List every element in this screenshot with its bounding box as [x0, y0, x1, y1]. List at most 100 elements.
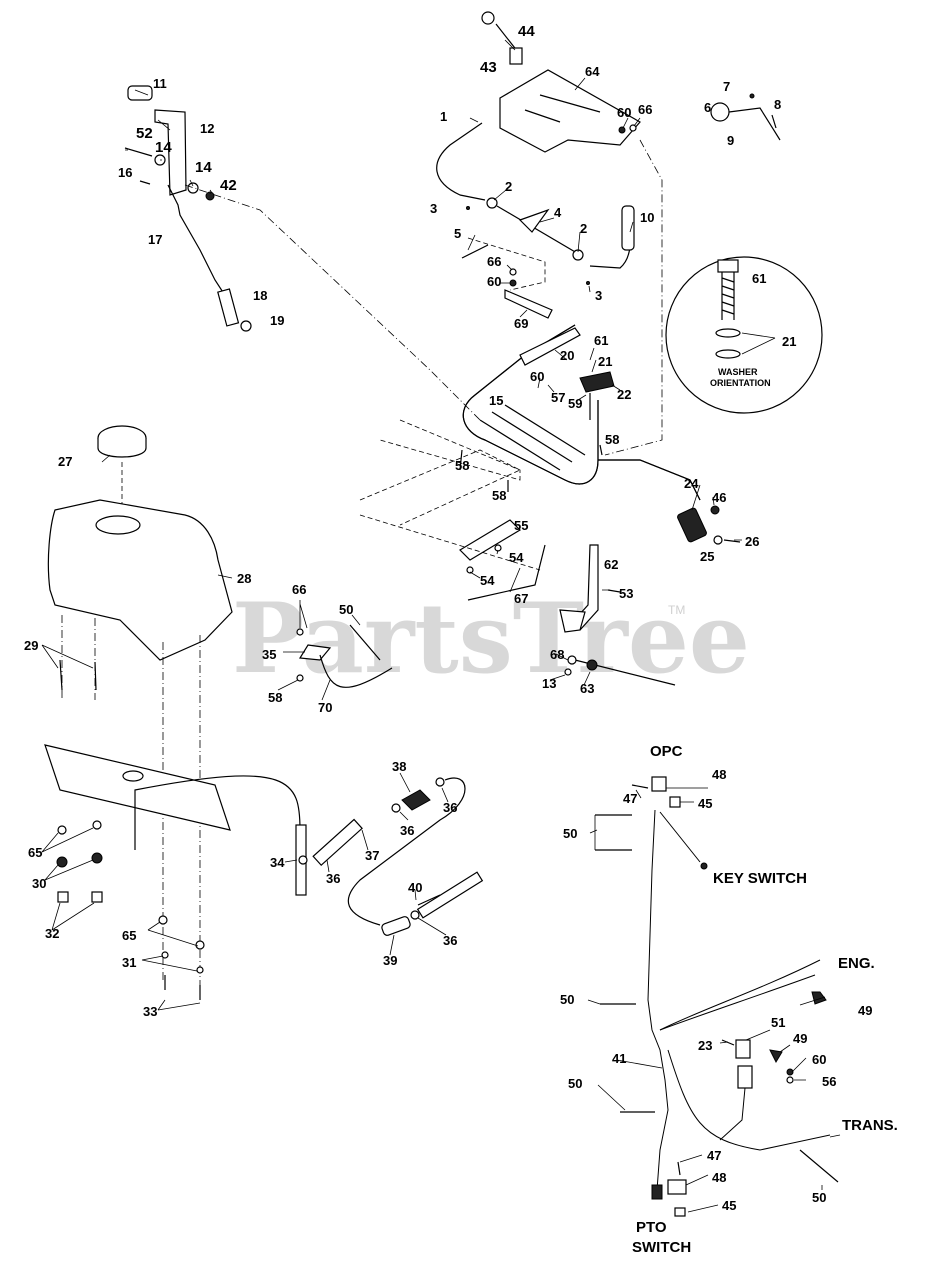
- pedal-assembly: [124, 85, 252, 332]
- washer-part-31: [161, 951, 169, 959]
- cable-part-70: [319, 654, 393, 688]
- pin-part-3a: [466, 206, 470, 210]
- callout-6: 6: [704, 100, 711, 115]
- callout-44: 44: [518, 23, 535, 40]
- callout-37: 37: [365, 848, 379, 863]
- callout-36c: 36: [326, 871, 340, 886]
- callout-8: 8: [774, 97, 781, 112]
- bolt-thread: [721, 277, 735, 315]
- nut-part-30a: [56, 856, 68, 868]
- fitting-34: [298, 855, 308, 865]
- relay-part-51: [735, 1039, 751, 1059]
- wire-harness-part-41: [647, 809, 669, 1191]
- bushing-part-68: [567, 655, 577, 665]
- callout-47a: 47: [623, 791, 637, 806]
- eng-label: ENG.: [838, 955, 875, 972]
- grip-part-20: [519, 327, 581, 366]
- connector-part-49: [811, 991, 827, 1005]
- assembly-lines: [184, 139, 663, 601]
- nut-part-54b: [466, 566, 474, 574]
- tank-filler-neck: [95, 515, 141, 535]
- callout-22: 22: [617, 387, 631, 402]
- spacer-part-32b: [91, 891, 103, 903]
- eng-lead: [659, 959, 821, 1031]
- fuel-tank-part-28: [47, 499, 233, 661]
- nut-part-66c: [296, 628, 304, 636]
- callout-36b: 36: [400, 823, 414, 838]
- callout-19: 19: [270, 313, 284, 328]
- stud-part-29a: [59, 659, 63, 691]
- tie-part-50a: [349, 624, 381, 661]
- callout-3a: 3: [430, 201, 437, 216]
- callout-66b: 66: [487, 254, 501, 269]
- trans-label: TRANS.: [842, 1117, 898, 1134]
- key-switch-connector: [700, 862, 708, 870]
- callout-3b: 3: [595, 288, 602, 303]
- clamp-part-36c: [410, 910, 420, 920]
- eng-lead-b: [659, 974, 816, 1031]
- callout-47b: 47: [707, 1148, 721, 1163]
- callout-42: 42: [220, 177, 237, 194]
- fuel-tank-assembly: [44, 425, 233, 1000]
- lever-grip: [621, 205, 635, 251]
- callout-16: 16: [118, 165, 132, 180]
- callout-32: 32: [45, 926, 59, 941]
- callout-18: 18: [253, 288, 267, 303]
- watermark-trademark: TM: [668, 603, 685, 617]
- callout-70: 70: [318, 700, 332, 715]
- callout-48b: 48: [712, 1170, 726, 1185]
- callout-52: 52: [136, 125, 153, 142]
- washer-31b: [196, 966, 204, 974]
- nut-part-19: [240, 320, 252, 332]
- washer-orientation-label-2: ORIENTATION: [710, 378, 771, 388]
- plate-hole: [122, 770, 144, 782]
- callout-1: 1: [440, 109, 447, 124]
- callout-14b: 14: [195, 159, 212, 176]
- fuel-line-return: [347, 777, 466, 926]
- grip-end-part-24: [677, 507, 707, 543]
- callout-49b: 49: [793, 1031, 807, 1046]
- callout-64: 64: [585, 64, 600, 79]
- callout-29: 29: [24, 638, 38, 653]
- callout-35: 35: [262, 647, 276, 662]
- pto-switch-label-2: SWITCH: [632, 1239, 691, 1256]
- callout-50c: 50: [560, 992, 574, 1007]
- callout-28: 28: [237, 571, 251, 586]
- filter-part-40: [417, 894, 441, 906]
- pto-switch-label-1: PTO: [636, 1219, 667, 1236]
- control-panel-assembly: [481, 11, 641, 153]
- callout-21a: 21: [782, 334, 796, 349]
- callout-38: 38: [392, 759, 406, 774]
- pin-part-16: [139, 180, 151, 185]
- bolt-part-26: [723, 539, 741, 543]
- callout-5: 5: [454, 226, 461, 241]
- opc-label: OPC: [650, 743, 683, 760]
- cable-part-1: [436, 122, 486, 201]
- lever-assembly-62: [559, 544, 676, 686]
- washer-part-25: [713, 535, 723, 545]
- callout-27: 27: [58, 454, 72, 469]
- nut-part-13: [564, 668, 572, 676]
- screw-part-7: [749, 93, 755, 99]
- callout-61a: 61: [752, 271, 766, 286]
- callout-65a: 65: [28, 845, 42, 860]
- relay-socket: [737, 1065, 753, 1089]
- key-switch-label: KEY SWITCH: [713, 870, 807, 887]
- callout-9: 9: [727, 133, 734, 148]
- callout-51: 51: [771, 1015, 785, 1030]
- relay-lead: [719, 1087, 746, 1141]
- leader-lines: [41, 39, 841, 1213]
- callout-26: 26: [745, 534, 759, 549]
- callout-40: 40: [408, 880, 422, 895]
- callout-43: 43: [480, 59, 497, 76]
- callout-13: 13: [542, 676, 556, 691]
- bolt-part-58a: [459, 449, 463, 471]
- callout-31: 31: [122, 955, 136, 970]
- tie-part-50e: [799, 1149, 839, 1183]
- callout-53: 53: [619, 586, 633, 601]
- fuel-line-assembly: [134, 624, 484, 936]
- tank-mount-lines: [61, 615, 201, 1000]
- bolt-head-part-61: [717, 259, 739, 273]
- spring-part-5: [461, 244, 489, 259]
- tie-part-50b: [595, 814, 632, 851]
